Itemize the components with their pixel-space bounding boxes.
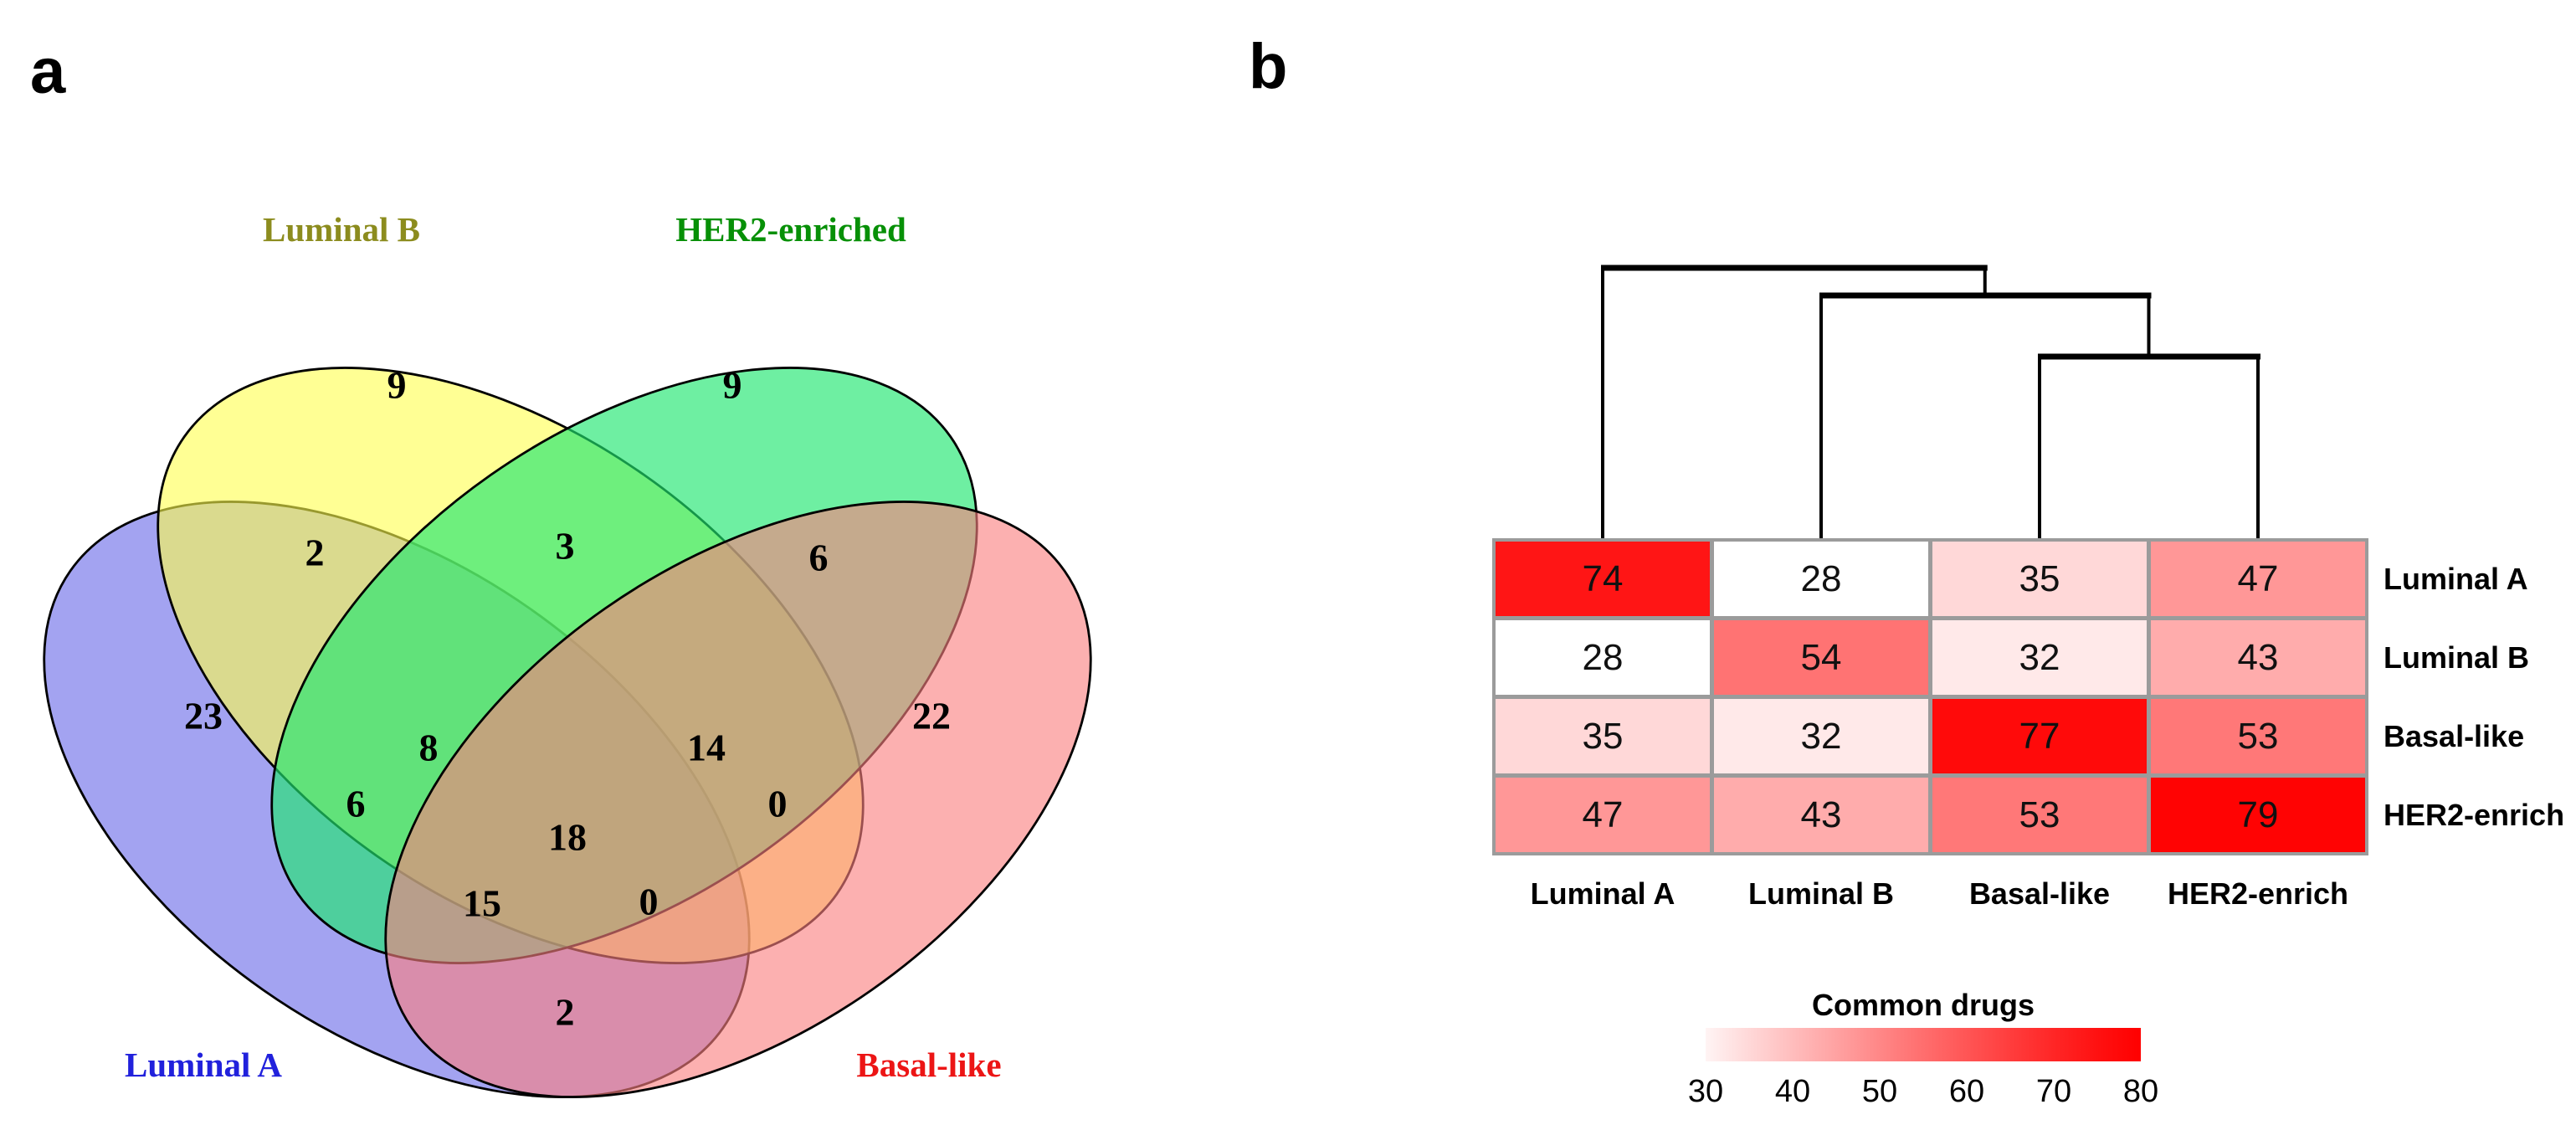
- venn-count-luminal-a: 23: [184, 695, 223, 737]
- venn-count-luminal-b: 9: [387, 364, 407, 407]
- heatmap-cell-luminal-a-x-her2-enrich: 47: [2151, 542, 2365, 616]
- venn-count-luminal-a-basal-like: 2: [556, 991, 575, 1034]
- heatmap-col-label-luminal-a: Luminal A: [1530, 876, 1675, 911]
- colorbar-tick-80: 80: [2122, 1074, 2159, 1109]
- venn-count-basal-like: 22: [912, 695, 951, 737]
- heatmap-col-label-basal-like: Basal-like: [1968, 876, 2111, 911]
- panel-a-label: a: [30, 36, 66, 107]
- venn-set-label-her2-enriched: HER2-enriched: [675, 210, 906, 249]
- venn-ellipse-basal-like: [384, 501, 1092, 1098]
- heatmap-cell-luminal-b-x-her2-enrich: 43: [2151, 620, 2365, 695]
- colorbar-tick-60: 60: [1948, 1074, 1985, 1109]
- heatmap-col-label-luminal-b: Luminal B: [1747, 876, 1894, 911]
- heatmap-cell-basal-like-x-her2-enrich: 53: [2151, 699, 2365, 773]
- venn-count-luminal-a-luminal-b-her2-enriched: 8: [419, 727, 439, 769]
- venn-count-luminal-b-her2-enriched-basal-like: 14: [687, 727, 726, 769]
- venn-count-luminal-b-her2-enriched: 3: [556, 525, 575, 568]
- venn-set-label-luminal-b: Luminal B: [263, 210, 420, 249]
- heatmap-cell-luminal-a-x-luminal-b: 28: [1714, 542, 1928, 616]
- venn-count-luminal-a-luminal-b-her2-enriched-basal-like: 18: [548, 816, 587, 859]
- venn-set-label-luminal-a: Luminal A: [125, 1045, 282, 1084]
- colorbar-gradient: [1706, 1028, 2141, 1061]
- venn-count-luminal-a-luminal-b: 2: [305, 532, 325, 574]
- venn-count-luminal-a-her2-enriched-basal-like: 15: [463, 882, 501, 925]
- panel-b-label: b: [1249, 31, 1288, 102]
- heatmap-cell-basal-like-x-luminal-b: 32: [1714, 699, 1928, 773]
- heatmap-cell-her2-enrich-x-basal-like: 53: [1932, 778, 2147, 852]
- heatmap-cell-luminal-b-x-luminal-a: 28: [1496, 620, 1710, 695]
- venn-count-luminal-b-basal-like: 0: [768, 783, 788, 825]
- heatmap-col-label-her2-enrich: HER2-enrich: [2167, 876, 2349, 911]
- heatmap-cell-luminal-b-x-luminal-b: 54: [1714, 620, 1928, 695]
- heatmap-cell-luminal-a-x-luminal-a: 74: [1496, 542, 1710, 616]
- heatmap-cell-luminal-b-x-basal-like: 32: [1932, 620, 2147, 695]
- heatmap-cell-luminal-a-x-basal-like: 35: [1932, 542, 2147, 616]
- heatmap-row-label-luminal-a: Luminal A: [2384, 561, 2528, 596]
- colorbar-tick-40: 40: [1774, 1074, 1811, 1109]
- colorbar-tick-50: 50: [1861, 1074, 1898, 1109]
- colorbar-tick-30: 30: [1687, 1074, 1724, 1109]
- colorbar-title: Common drugs: [1812, 988, 2035, 1022]
- heatmap-cell-her2-enrich-x-her2-enrich: 79: [2151, 778, 2365, 852]
- heatmap-row-label-basal-like: Basal-like: [2384, 718, 2525, 753]
- venn-count-her2-enriched-basal-like: 6: [809, 537, 829, 579]
- heatmap-row-label-her2-enrich: HER2-enrich: [2384, 797, 2565, 832]
- heatmap-cell-her2-enrich-x-luminal-a: 47: [1496, 778, 1710, 852]
- heatmap-cell-her2-enrich-x-luminal-b: 43: [1714, 778, 1928, 852]
- venn-count-luminal-a-luminal-b-basal-like: 0: [639, 881, 659, 923]
- venn-set-label-basal-like: Basal-like: [856, 1045, 1001, 1084]
- colorbar-tick-70: 70: [2035, 1074, 2072, 1109]
- heatmap-row-label-luminal-b: Luminal B: [2384, 640, 2530, 675]
- venn-count-her2-enriched: 9: [723, 364, 742, 407]
- heatmap-cell-basal-like-x-luminal-a: 35: [1496, 699, 1710, 773]
- venn-count-luminal-a-her2-enriched: 6: [346, 783, 366, 825]
- heatmap-cell-basal-like-x-basal-like: 77: [1932, 699, 2147, 773]
